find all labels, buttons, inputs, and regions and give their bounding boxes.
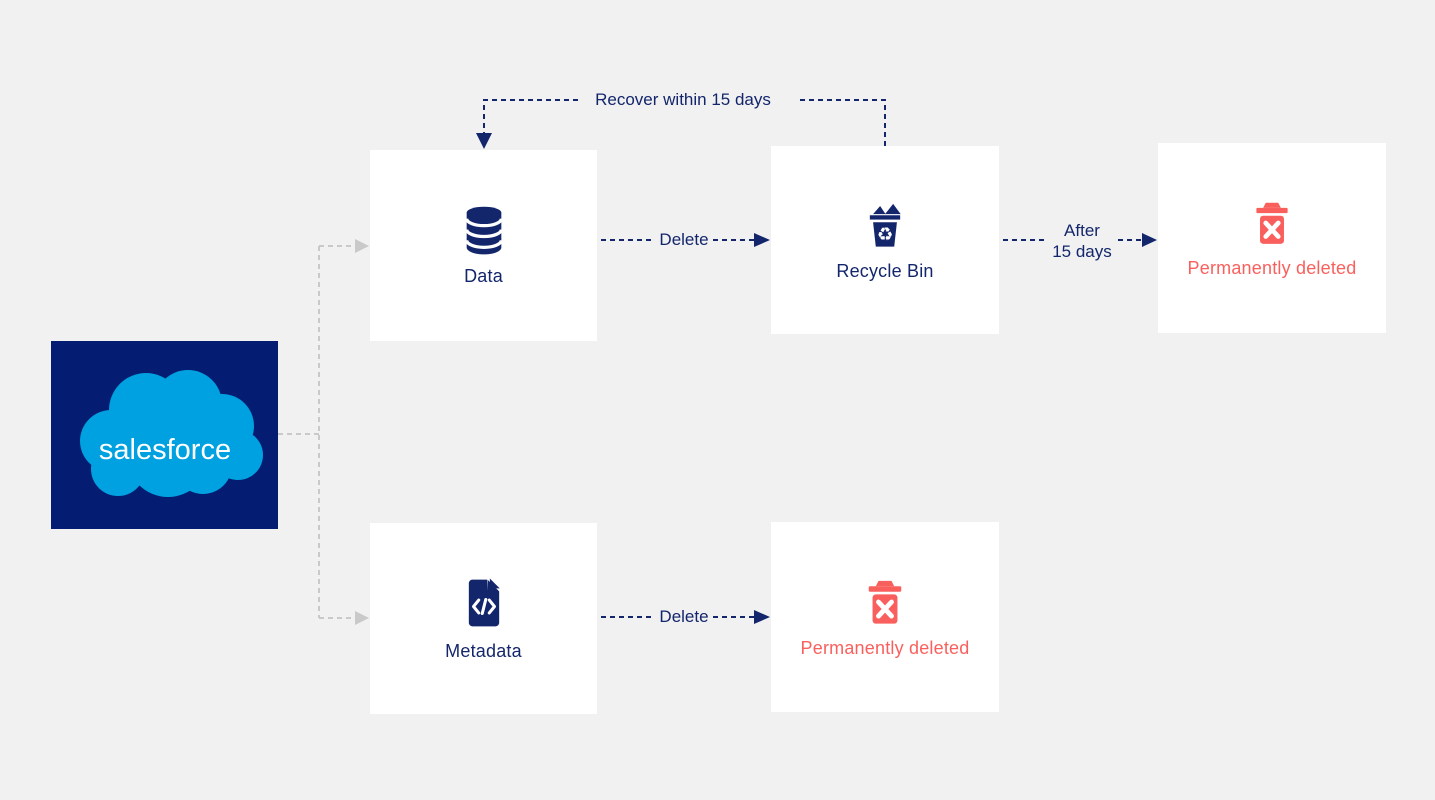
- recycle-symbol: ♻: [877, 224, 894, 245]
- branch-arrowhead-metadata: [355, 611, 369, 625]
- node-data: Data: [370, 150, 597, 341]
- salesforce-cloud-icon: salesforce: [80, 370, 263, 497]
- node-permanently-deleted-bottom-label: Permanently deleted: [800, 637, 970, 658]
- after-15-days-arrowhead: [1142, 233, 1157, 247]
- recover-connector: [483, 99, 886, 146]
- recover-connector-label: Recover within 15 days: [595, 90, 771, 109]
- delete-bottom-connector-label: Delete: [659, 607, 709, 626]
- node-metadata: Metadata: [370, 523, 597, 714]
- code-file-icon: [468, 578, 500, 627]
- delete-top-connector-label: Delete: [659, 230, 709, 249]
- salesforce-wordmark: salesforce: [99, 434, 231, 466]
- node-recycle-bin: ♻ Recycle Bin: [771, 146, 999, 334]
- node-metadata-label: Metadata: [445, 641, 522, 661]
- after-15-days-connector-label: After 15 days: [1052, 221, 1112, 261]
- salesforce-logo: salesforce: [51, 341, 278, 529]
- node-permanently-deleted-top: Permanently deleted: [1158, 143, 1386, 333]
- recycle-bin-icon: ♻: [869, 203, 901, 247]
- database-icon: [464, 206, 503, 255]
- trash-x-icon: [868, 580, 902, 624]
- trash-x-icon: [1256, 202, 1288, 244]
- node-data-label: Data: [464, 266, 503, 286]
- delete-top-arrowhead: [754, 233, 770, 247]
- node-recycle-bin-label: Recycle Bin: [836, 260, 934, 281]
- node-permanently-deleted-top-label: Permanently deleted: [1187, 257, 1357, 278]
- node-permanently-deleted-bottom: Permanently deleted: [771, 522, 999, 712]
- recover-arrowhead: [476, 133, 492, 149]
- delete-bottom-arrowhead: [754, 610, 770, 624]
- branch-connector: [278, 245, 355, 619]
- branch-arrowhead-data: [355, 239, 369, 253]
